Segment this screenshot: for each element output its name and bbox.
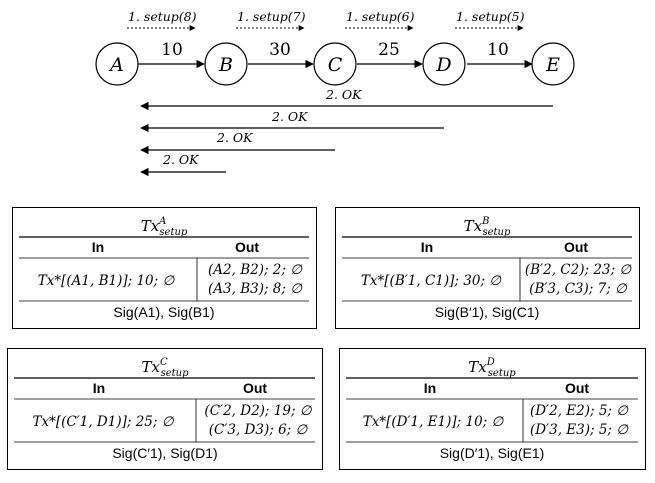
- table-border: [335, 207, 640, 329]
- ok-label-2: 2. OK: [271, 109, 308, 124]
- output-value-1: (C′2, D2); 19; ∅: [204, 403, 312, 419]
- column-header-in: In: [424, 380, 436, 396]
- ok-messages: 2. OK 2. OK 2. OK 2. OK: [140, 87, 553, 177]
- node-e: [531, 42, 575, 86]
- column-header-out: Out: [565, 380, 589, 396]
- output-value-2: (A3, B3); 8; ∅: [208, 281, 303, 297]
- ok-label-1: 2. OK: [325, 87, 362, 102]
- setup-label-bc: 1. setup(7): [237, 9, 306, 24]
- table-border: [7, 348, 323, 470]
- table-border: [12, 207, 317, 329]
- column-header-in: In: [421, 239, 433, 255]
- setup-label-ab: 1. setup(8): [128, 9, 197, 24]
- input-value: Tx*[(B′1, C1)]; 30; ∅: [361, 273, 502, 289]
- node-b-label: B: [218, 54, 233, 76]
- output-value-2: (D′3, E3); 5; ∅: [530, 422, 629, 438]
- signatures: Sig(C′1), Sig(D1): [112, 445, 217, 461]
- input-value: Tx*[(D′1, E1)]; 10; ∅: [363, 414, 505, 430]
- node-d: [422, 42, 466, 86]
- signatures: Sig(D′1), Sig(E1): [440, 445, 545, 461]
- column-header-in: In: [93, 380, 105, 396]
- edge-capacity-ab: 10: [161, 40, 183, 60]
- setup-messages: 1. setup(8) 1. setup(7) 1. setup(6) 1. s…: [127, 9, 525, 31]
- output-value-2: (B′3, C3); 7; ∅: [529, 281, 628, 297]
- edge-capacity-de: 10: [487, 40, 509, 60]
- table-border: [339, 348, 646, 470]
- ok-label-3: 2. OK: [216, 130, 253, 145]
- channel-edges: 10 30 25 10: [138, 40, 533, 69]
- output-value-1: (B′2, C2); 23; ∅: [525, 262, 632, 278]
- setup-label-cd: 1. setup(6): [346, 9, 415, 24]
- node-d-label: D: [435, 54, 451, 76]
- nodes: A B C D E: [95, 42, 575, 86]
- column-header-out: Out: [235, 239, 259, 255]
- input-value: Tx*[(C′1, D1)]; 25; ∅: [32, 414, 174, 430]
- node-c-label: C: [328, 54, 343, 76]
- column-header-out: Out: [564, 239, 588, 255]
- input-value: Tx*[(A1, B1)]; 10; ∅: [38, 273, 176, 289]
- node-e-label: E: [545, 54, 560, 76]
- output-value-1: (D′2, E2); 5; ∅: [530, 403, 629, 419]
- setup-label-de: 1. setup(5): [456, 9, 525, 24]
- node-a: [95, 42, 139, 86]
- node-b: [204, 42, 248, 86]
- signatures: Sig(A1), Sig(B1): [113, 304, 214, 320]
- column-header-in: In: [92, 239, 104, 255]
- column-header-out: Out: [243, 380, 267, 396]
- edge-capacity-bc: 30: [269, 40, 291, 60]
- node-a-label: A: [108, 54, 124, 76]
- signatures: Sig(B′1), Sig(C1): [435, 304, 540, 320]
- ok-label-4: 2. OK: [162, 152, 199, 167]
- output-value-2: (C′3, D3); 6; ∅: [209, 422, 309, 438]
- node-c: [313, 42, 357, 86]
- output-value-1: (A2, B2); 2; ∅: [208, 262, 303, 278]
- edge-capacity-cd: 25: [378, 40, 400, 60]
